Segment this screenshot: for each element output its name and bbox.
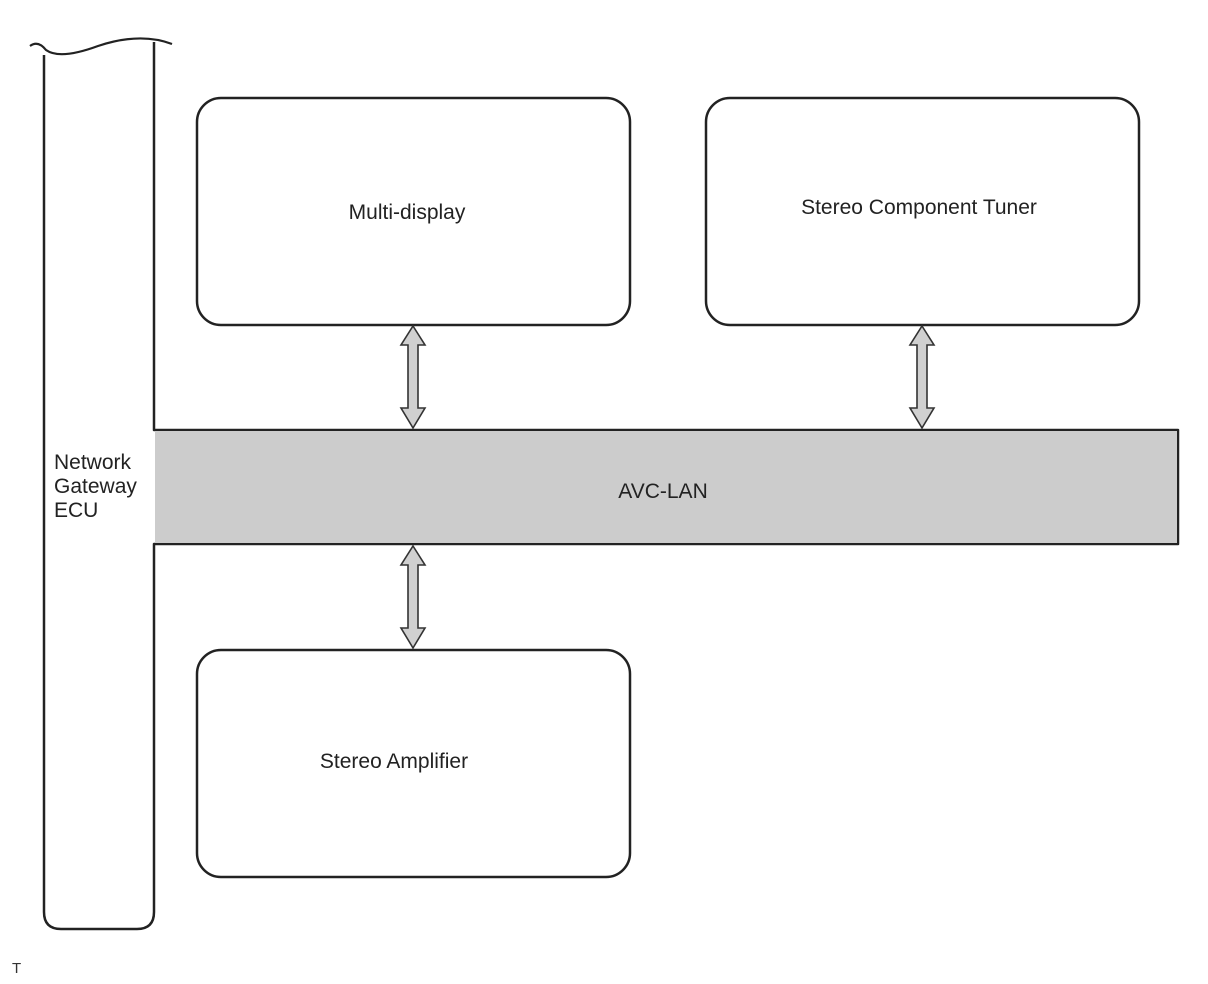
- gateway-label-line-2: Gateway: [54, 475, 137, 498]
- stereo-component-tuner-box: [704, 96, 1141, 327]
- stereo-amplifier-label: Stereo Amplifier: [320, 750, 468, 773]
- double-arrow-icon: [399, 324, 427, 430]
- gateway-ecu-label: Network Gateway ECU: [54, 451, 143, 522]
- multi-display-label: Multi-display: [349, 201, 466, 224]
- arrow-tuner-bus: [908, 324, 936, 430]
- arrow-bus-amplifier: [399, 544, 427, 650]
- gateway-label-line-3: ECU: [54, 499, 98, 522]
- gateway-label-line-1: Network: [54, 451, 132, 474]
- multi-display-box: [195, 96, 632, 327]
- stereo-component-tuner-label: Stereo Component Tuner: [801, 196, 1037, 219]
- arrow-multi-display-bus: [399, 324, 427, 430]
- stereo-amplifier-box: [195, 648, 632, 879]
- avc-lan-bus: [155, 431, 1177, 543]
- double-arrow-icon: [908, 324, 936, 430]
- gateway-ecu-outline: [42, 42, 1180, 931]
- avc-lan-label: AVC-LAN: [618, 480, 707, 503]
- double-arrow-icon: [399, 544, 427, 650]
- gateway-break-mark: [29, 37, 173, 56]
- corner-mark: T: [12, 960, 21, 977]
